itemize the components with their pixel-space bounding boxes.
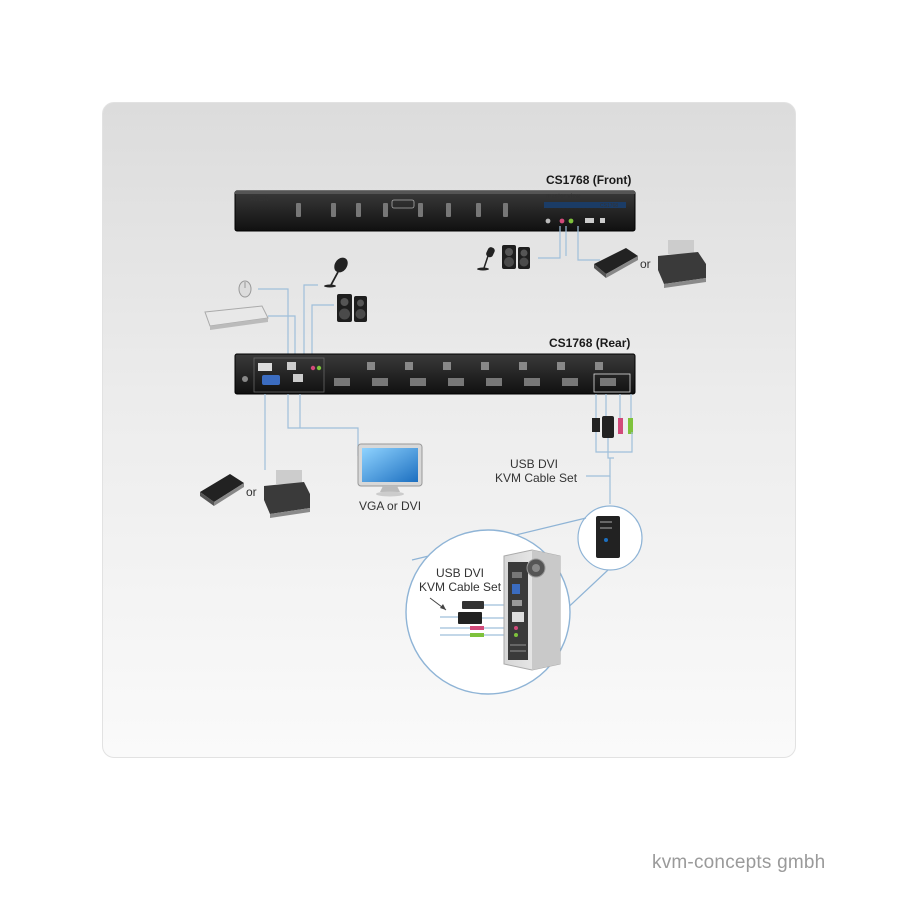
front-speakers xyxy=(502,245,530,269)
rear-title: CS1768 (Rear) xyxy=(549,336,630,350)
console-mouse xyxy=(238,280,252,298)
model-badge: CS1768 xyxy=(600,203,618,209)
cable-set-label-2: KVM Cable Set xyxy=(495,471,578,485)
kvm-switch-rear xyxy=(234,353,636,395)
front-title: CS1768 (Front) xyxy=(546,173,631,187)
display-label: VGA or DVI xyxy=(359,499,421,513)
monitor xyxy=(357,443,423,497)
small-tower xyxy=(596,516,620,558)
rear-cable-connectors xyxy=(592,416,633,438)
cable-set-label-1: USB DVI xyxy=(510,457,558,471)
front-microphone xyxy=(477,247,495,271)
port-buttons xyxy=(296,199,508,217)
inset-cable-label-1: USB DVI xyxy=(436,566,484,580)
front-scanner xyxy=(594,248,638,278)
console-speakers xyxy=(337,294,367,322)
aten-logo: ATEN xyxy=(250,196,269,203)
kvm-switch-front: ATEN master view CS1768 xyxy=(234,190,636,232)
or-label-rear: or xyxy=(246,485,257,499)
master-view-logo: master view xyxy=(546,194,581,200)
rear-printer xyxy=(264,470,310,518)
inset-computer-tower xyxy=(503,549,561,671)
console-microphone xyxy=(324,257,348,288)
rear-computer-ports xyxy=(334,362,631,393)
rear-scanner xyxy=(200,474,244,506)
inset-cable-label-2: KVM Cable Set xyxy=(419,580,502,594)
watermark: kvm-concepts gmbh xyxy=(652,852,826,873)
front-printer xyxy=(658,240,706,288)
inset-cable-connectors xyxy=(458,601,484,637)
or-label-front: or xyxy=(640,257,651,271)
console-keyboard xyxy=(204,305,269,330)
